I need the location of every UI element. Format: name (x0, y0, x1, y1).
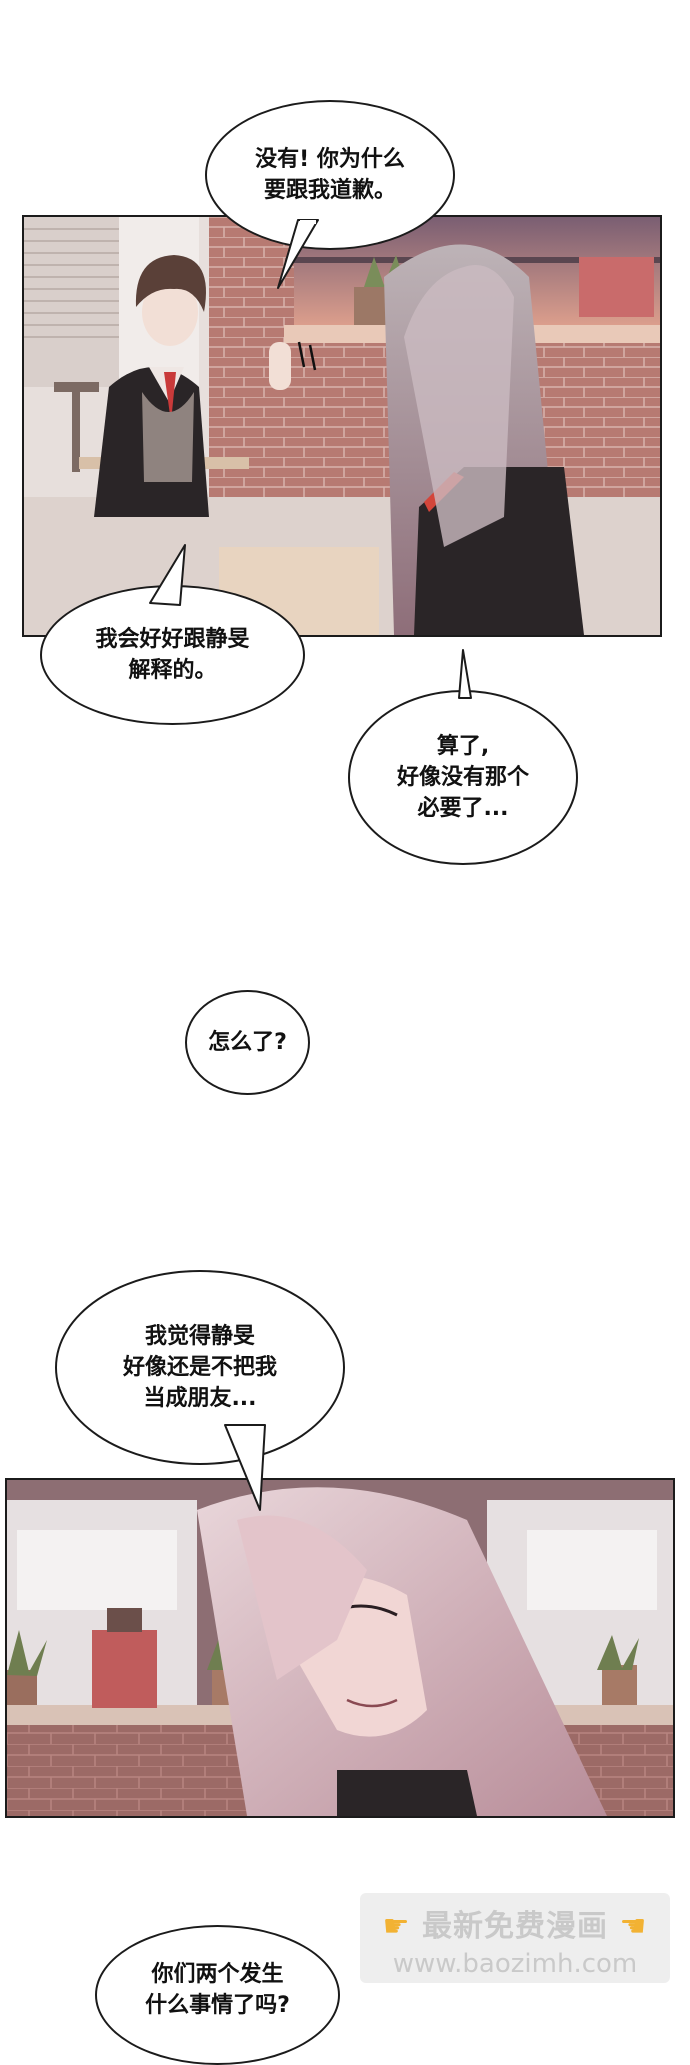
watermark-title: ☛ 最新免费漫画 ☚ (360, 1901, 670, 1945)
speech-bubble-3: 算了, 好像没有那个 必要了... (348, 690, 578, 865)
bubble-1-tail (277, 219, 319, 289)
speech-bubble-5: 我觉得静旻 好像还是不把我 当成朋友... (55, 1270, 345, 1465)
watermark: ☛ 最新免费漫画 ☚ www.baozimh.com (360, 1893, 670, 1983)
speech-bubble-1: 没有! 你为什么 要跟我道歉。 (205, 100, 455, 250)
bubble-2-tail (149, 544, 186, 606)
speech-bubble-1-text: 没有! 你为什么 要跟我道歉。 (255, 147, 405, 203)
panel-1-illustration (24, 217, 660, 635)
panel-2-illustration (7, 1480, 673, 1816)
speech-bubble-3-text: 算了, 好像没有那个 必要了... (396, 734, 529, 821)
speech-bubble-6: 你们两个发生 什么事情了吗? (95, 1925, 340, 2065)
comic-panel-2 (5, 1478, 675, 1818)
speech-bubble-4-text: 怎么了? (208, 1030, 287, 1055)
boy-character (94, 255, 291, 517)
girl-character-back (384, 244, 584, 635)
watermark-url: www.baozimh.com (392, 1949, 638, 1979)
girl-character-face (197, 1487, 607, 1816)
speech-bubble-4: 怎么了? (185, 990, 310, 1095)
bubble-5-tail (224, 1424, 266, 1511)
speech-bubble-2-text: 我会好好跟静旻 解释的。 (95, 627, 250, 683)
watermark-title-text: 最新免费漫画 (422, 1909, 608, 1944)
speech-bubble-5-text: 我觉得静旻 好像还是不把我 当成朋友... (122, 1324, 277, 1411)
speech-bubble-2: 我会好好跟静旻 解释的。 (40, 585, 305, 725)
pointing-hand-icon: ☚ (619, 1909, 648, 1944)
pointing-hand-icon: ☛ (382, 1909, 411, 1944)
speech-bubble-6-text: 你们两个发生 什么事情了吗? (145, 1962, 290, 2018)
bubble-3-tail (458, 649, 472, 699)
comic-panel-1 (22, 215, 662, 637)
